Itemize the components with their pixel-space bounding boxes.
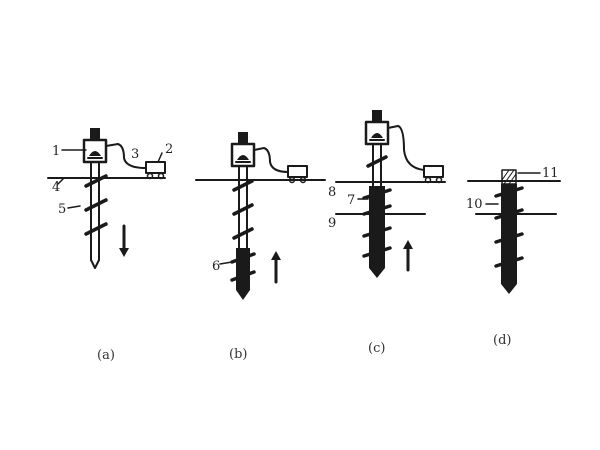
- caption-b: (b): [229, 347, 247, 362]
- pump-truck: [423, 165, 444, 178]
- arrow-down: [119, 224, 129, 257]
- drill-rig-head: [364, 120, 390, 146]
- caption-c: (c): [368, 341, 385, 356]
- rig-gear-symbol: [371, 133, 383, 138]
- pump-truck: [145, 161, 166, 174]
- caption-d: (d): [493, 333, 511, 348]
- label-4: 4: [52, 180, 60, 195]
- panel-captions: (a) (b) (c) (d): [97, 333, 511, 363]
- label-3: 3: [131, 147, 139, 162]
- auger-tip: [90, 259, 100, 269]
- drill-motor-top: [238, 132, 248, 144]
- arrow-up: [271, 251, 281, 284]
- drill-rig-head: [82, 138, 108, 164]
- label-6: 6: [212, 259, 220, 274]
- label-8: 8: [328, 185, 336, 200]
- panel-a: [47, 128, 166, 269]
- label-7: 7: [347, 193, 355, 208]
- label-5: 5: [58, 202, 66, 217]
- rig-gear-symbol: [89, 151, 101, 156]
- auger-flights: [366, 155, 388, 168]
- panel-c: [335, 110, 446, 278]
- drill-rig-head: [230, 142, 256, 168]
- label-1: 1: [52, 144, 60, 159]
- rig-gear-symbol: [237, 155, 249, 160]
- label-9: 9: [328, 216, 336, 231]
- grout-hose: [387, 125, 425, 171]
- drill-motor-top: [90, 128, 100, 140]
- auger-flights: [84, 174, 108, 236]
- auger-flights: [232, 179, 254, 240]
- panel-d: [467, 169, 561, 294]
- part-labels: 1 2 3 4 5 6 7 8 9 10 11: [52, 142, 559, 274]
- label-10: 10: [466, 197, 483, 212]
- panel-b: [195, 132, 326, 300]
- pump-truck: [287, 165, 308, 178]
- grout-hose: [105, 143, 147, 169]
- grout-hose: [253, 147, 289, 173]
- caption-a: (a): [97, 348, 115, 363]
- label-2: 2: [165, 142, 173, 157]
- arrow-up: [403, 240, 413, 272]
- label-11: 11: [542, 166, 559, 181]
- drill-motor-top: [372, 110, 382, 122]
